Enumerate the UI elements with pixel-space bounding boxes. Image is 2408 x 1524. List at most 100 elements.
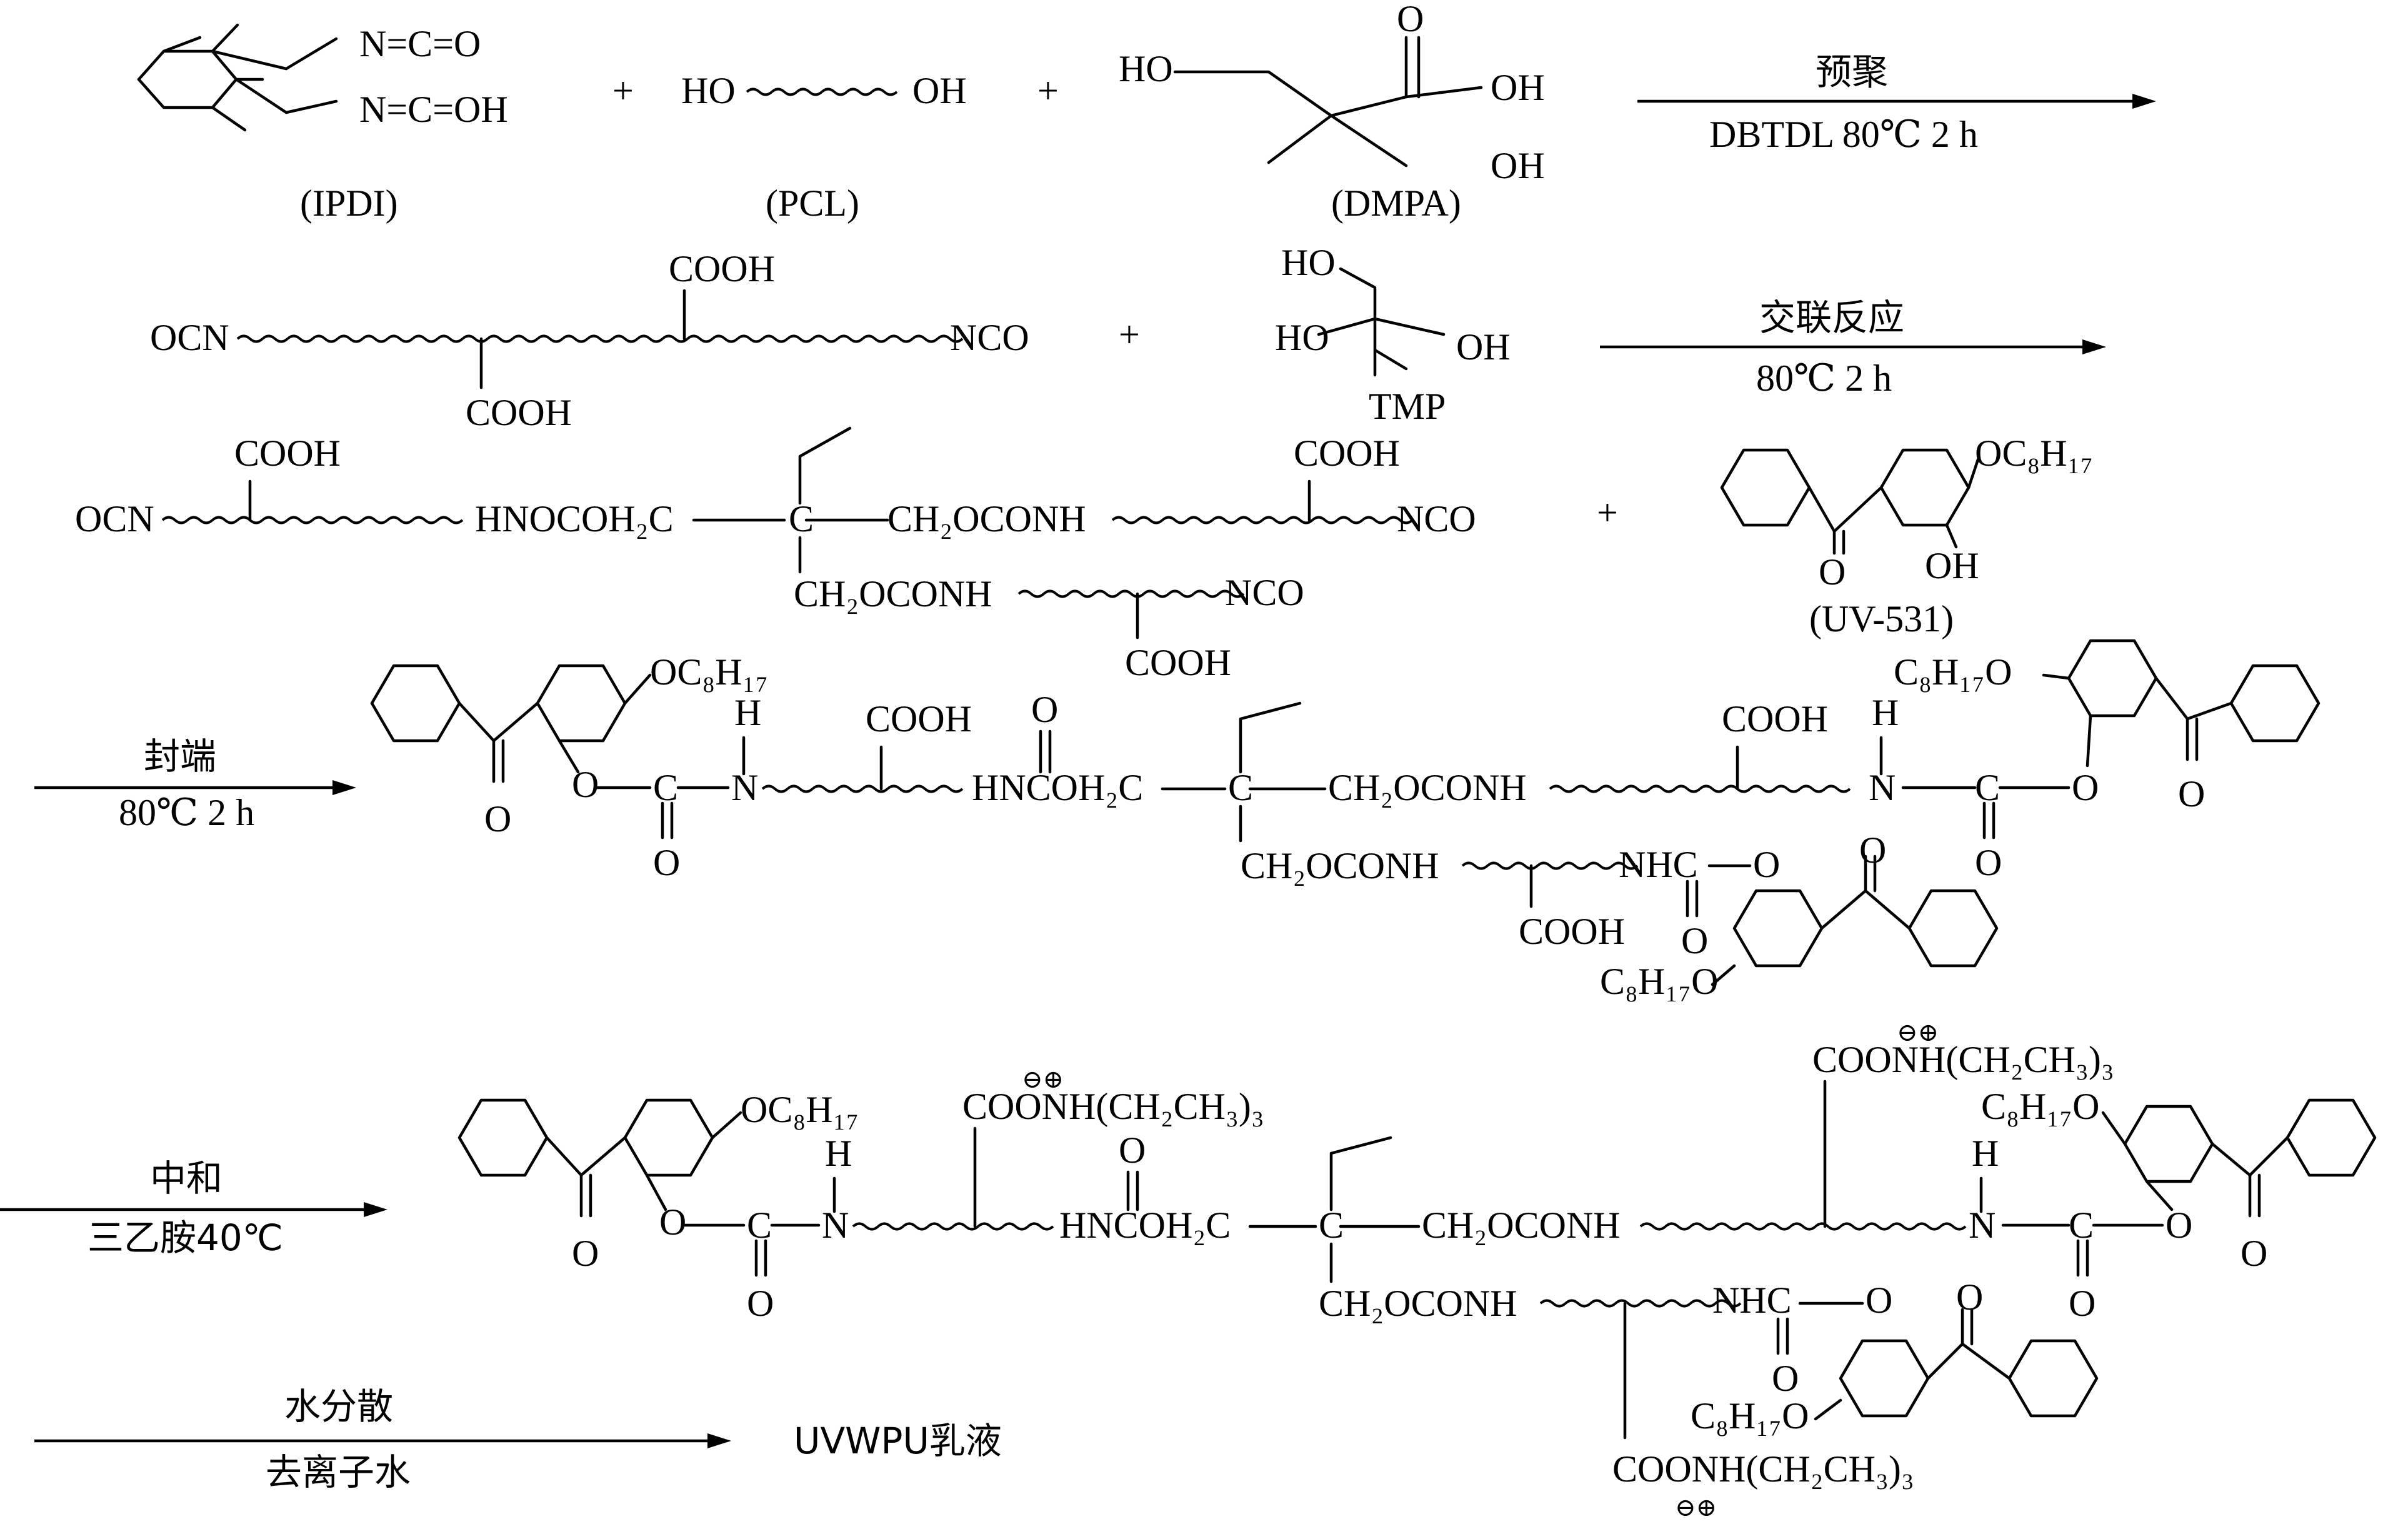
ipdi-label: (IPDI) [300,183,398,224]
step-1-top: 预聚 [1816,51,1888,93]
tmp-structure: HO HO OH TMP [1275,242,1511,427]
step-arrow-dispersion: 水分散 去离子水 [34,1385,731,1493]
tmp-ho-left: HO [1275,317,1329,358]
plus-1: + [612,70,634,111]
ec-h-right: H [1872,692,1899,733]
xl-ocn: OCN [75,498,154,539]
ipdi-nco-upper: N=C=O [359,23,481,64]
step-3-top: 封端 [144,735,216,778]
ne-carbamate-o-left: O [747,1283,774,1324]
ne-ester-o-left: O [659,1201,686,1243]
ne-charges-1: ⊖⊕ [1022,1065,1064,1093]
step-5-bottom: 去离子水 [266,1451,411,1493]
ec-ketone-o-right: O [2178,773,2205,815]
ne-carbamate-o-right: O [2069,1283,2096,1324]
ec-ch2oconh-right: CH₂OCONH [1328,767,1527,808]
step-arrow-prepolymerization: 预聚 DBTDL 80℃ 2 h [1637,51,2156,155]
ec-cooh-2: COOH [1722,698,1828,739]
ec-carbamate-o-lower: O [1681,920,1708,961]
step-5-top: 水分散 [284,1385,393,1428]
xl-ch2oconh-down: CH₂OCONH [794,573,992,614]
ec-ketone-o-lower: O [1859,830,1886,871]
ec-ester-o-lower: O [1753,844,1780,885]
ec-carbamate-c-left: C [653,767,678,808]
ipdi-structure: N=C=O N=C=OH (IPDI) [137,23,508,224]
ec-hnconh2c: HNCOH₂C [972,767,1143,808]
ne-ketone-o-right: O [2241,1233,2267,1274]
xl-ch2oconh-right: CH₂OCONH [887,498,1086,539]
ec-carbamate-o-right: O [1975,842,2002,883]
step-4-bottom: 三乙胺40℃ [87,1216,283,1259]
ne-h-left: H [825,1133,852,1174]
prepolymer-ocn: OCN [150,317,229,358]
ec-c8h17o-right: C₈H₁₇O [1894,651,2012,693]
ne-nhc: NHC [1712,1280,1792,1321]
ne-ester-o-right: O [2166,1205,2192,1246]
ne-ketone-o-lower: O [1956,1276,1983,1318]
tmp-label: TMP [1369,386,1446,427]
ne-ketone-o-left: O [572,1233,599,1274]
step-arrow-neutralization: 中和 三乙胺40℃ [0,1157,387,1259]
xl-cooh-3: COOH [1125,642,1231,683]
tmp-ho-top: HO [1281,242,1336,283]
ec-carbamate-o-left: O [653,842,680,883]
uv531-oh: OH [1925,545,1979,586]
uv531-oc8h17: OC₈H₁₇ [1975,433,2093,474]
ec-amide-o: O [1031,689,1058,730]
ipdi-nco-lower: N=C=OH [359,89,508,130]
tmp-oh-right: OH [1456,326,1511,368]
ne-carbamate-o-lower: O [1772,1358,1799,1399]
uv531-carbonyl-o: O [1819,551,1846,593]
step-arrow-endcapping: 封端 80℃ 2 h [34,735,356,833]
ec-carbamate-c-right: C [1975,767,2000,808]
prepolymer-cooh-lower: COOH [466,392,572,433]
ne-ch2oconh-down: CH₂OCONH [1319,1283,1517,1324]
ne-carbamate-c-left: C [747,1205,772,1246]
plus-2: + [1037,70,1059,111]
uv531-structure: OC₈H₁₇ O OH (UV-531) [1720,433,2093,639]
prepolymer-cooh-upper: COOH [669,248,775,289]
neutralized-polymer: O OC₈H₁₇ O C O N H ⊖⊕ COONH(CH₂CH₃)₃ HNC… [457,1018,2377,1521]
ne-amide-o: O [1119,1130,1146,1171]
ne-center-c: C [1319,1205,1344,1246]
step-1-bottom: DBTDL 80℃ 2 h [1709,114,1978,155]
ec-ch2oconh-down: CH₂OCONH [1241,845,1439,886]
step-arrow-crosslinking: 交联反应 80℃ 2 h [1600,296,2106,399]
endcapped-polymer: OC₈H₁₇ O O C O N H COOH HNCOH₂C O C CH₂O… [370,639,2321,1002]
ec-nhc: NHC [1619,844,1698,885]
xl-nco-lower: NCO [1225,572,1304,613]
ne-ch2oconh-right: CH₂OCONH [1422,1205,1621,1246]
dmpa-o: O [1397,0,1424,39]
step-4-top: 中和 [150,1157,222,1200]
ne-cooonh-2: COONH(CH₂CH₃)₃ [1812,1039,2114,1080]
ec-ketone-o-left: O [484,798,511,840]
prepolymer-nco: NCO [950,317,1029,358]
xl-hnocoh2c: HNOCOH₂C [475,498,674,539]
ne-ester-o-lower: O [1866,1280,1892,1321]
ne-hnconh2c: HNCOH₂C [1059,1205,1231,1246]
ec-oc8h17-left: OC₈H₁₇ [650,651,768,693]
xl-cooh-1: COOH [234,433,341,474]
ne-charges-2: ⊖⊕ [1897,1018,1939,1046]
step-3-bottom: 80℃ 2 h [119,792,254,833]
ne-c8h17o-lower: C₈H₁₇O [1691,1395,1809,1436]
dmpa-structure: HO O OH OH (DMPA) [1119,0,1545,224]
crosslinked-prepolymer: OCN COOH HNOCOH₂C C CH₂OCONH COOH NCO CH… [75,426,1476,683]
dmpa-cooh-oh: OH [1491,67,1545,108]
step-2-bottom: 80℃ 2 h [1756,358,1892,399]
dmpa-ch2-oh: OH [1491,145,1545,186]
pcl-structure: HO OH (PCL) [681,70,967,224]
dmpa-label: (DMPA) [1331,183,1461,224]
uv531-label: (UV-531) [1809,598,1954,639]
pcl-label: (PCL) [766,183,859,224]
ec-cooh-3: COOH [1519,911,1625,952]
ne-cooonh-1: COONH(CH₂CH₃)₃ [962,1086,1264,1127]
ec-h-left: H [734,692,761,733]
ec-ester-o-right: O [2072,767,2099,808]
ec-c8h17o-lower: C₈H₁₇O [1600,961,1718,1002]
ec-center-c: C [1228,767,1253,808]
plus-4: + [1597,492,1618,533]
ec-ester-o-left: O [572,764,599,805]
step-2-top: 交联反应 [1759,296,1904,339]
